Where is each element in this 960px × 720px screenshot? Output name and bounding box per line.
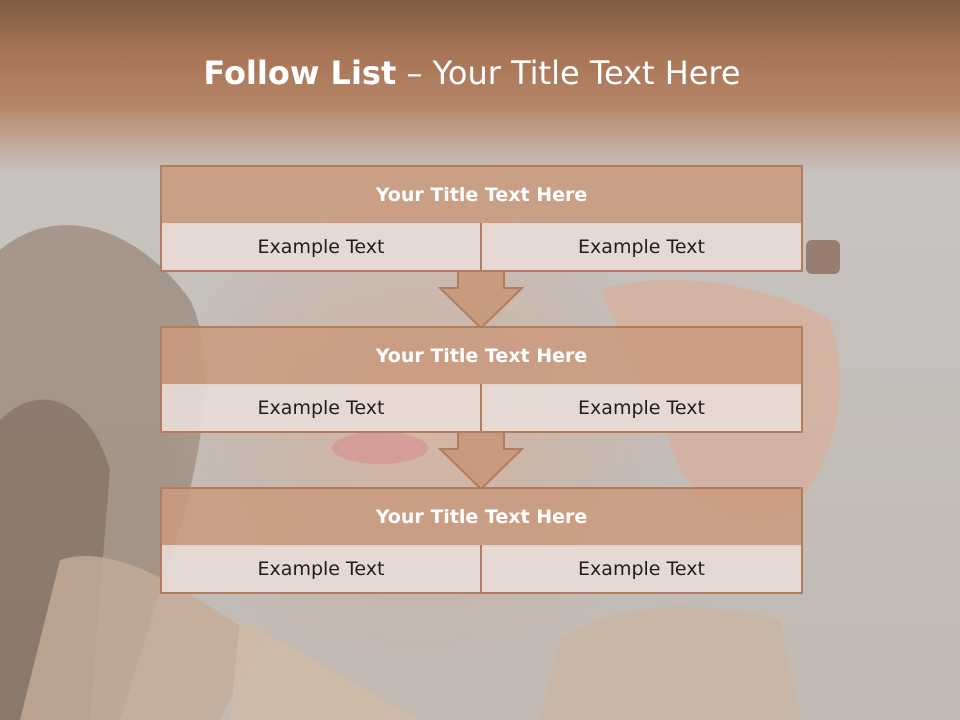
block-cell-right: Example Text (480, 545, 803, 594)
block-cell-left: Example Text (160, 545, 482, 594)
header-band (0, 0, 960, 175)
list-block-1: Your Title Text Here Example Text Exampl… (160, 165, 803, 272)
list-block-3: Your Title Text Here Example Text Exampl… (160, 487, 803, 594)
block-cell-right: Example Text (480, 223, 803, 272)
list-block-2: Your Title Text Here Example Text Exampl… (160, 326, 803, 433)
block-cell-right: Example Text (480, 384, 803, 433)
title-bold: Follow List (203, 54, 397, 92)
block-title: Your Title Text Here (160, 326, 803, 386)
title-rest: – Your Title Text Here (396, 54, 741, 92)
block-title: Your Title Text Here (160, 165, 803, 225)
down-arrow-icon (438, 432, 524, 490)
block-title: Your Title Text Here (160, 487, 803, 547)
block-cell-left: Example Text (160, 384, 482, 433)
block-cell-left: Example Text (160, 223, 482, 272)
slide-title: Follow List – Your Title Text Here (0, 54, 944, 92)
down-arrow-icon (438, 271, 524, 329)
